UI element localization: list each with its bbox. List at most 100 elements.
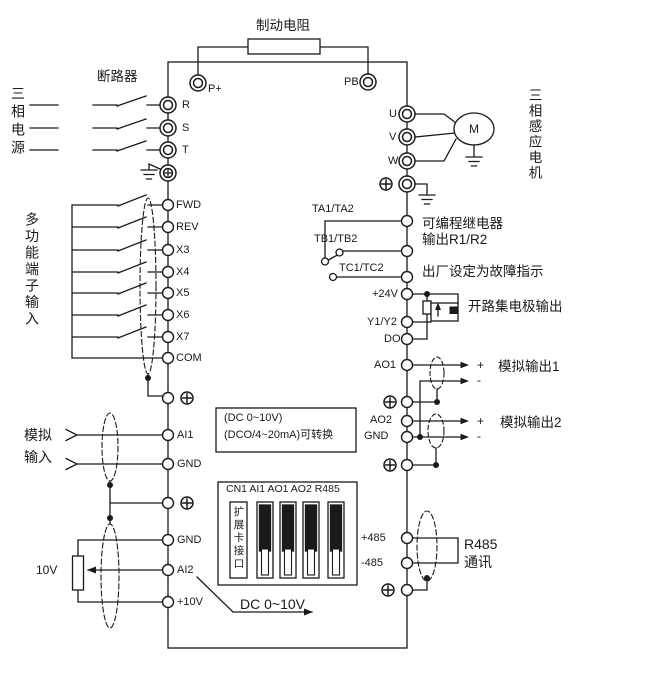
terminal-r bbox=[159, 96, 177, 114]
label-rev: REV bbox=[176, 221, 199, 233]
pe-ground-glyphs bbox=[180, 177, 397, 597]
label-485-plus: +485 bbox=[361, 532, 386, 544]
terminal-x3 bbox=[161, 243, 175, 257]
note-relay-2: 输出R1/R2 bbox=[422, 232, 488, 247]
label-gnd2: GND bbox=[177, 534, 202, 546]
terminal-ao2 bbox=[400, 414, 414, 428]
note-relay-1: 可编程继电器 bbox=[422, 216, 503, 231]
label-x3: X3 bbox=[176, 244, 190, 256]
arrow-minus2-icon bbox=[460, 433, 469, 441]
analog-output2-wiring bbox=[412, 413, 469, 466]
arrow-plus1-icon bbox=[460, 361, 469, 369]
terminal-tb bbox=[400, 244, 414, 258]
terminal-x6 bbox=[161, 308, 175, 322]
terminal-com bbox=[161, 351, 175, 365]
label-ai1: AI1 bbox=[177, 429, 194, 441]
label-terminal-r: R bbox=[182, 99, 190, 111]
note-open-collector: 开路集电极输出 bbox=[468, 299, 563, 314]
slot-r485 bbox=[327, 501, 345, 579]
label-do: DO bbox=[384, 333, 401, 345]
label-analog-in-2: 输入 bbox=[24, 449, 52, 465]
earth-symbol-input bbox=[140, 162, 161, 180]
arrow-plus2-icon bbox=[460, 417, 469, 425]
label-plus10v: +10V bbox=[177, 596, 203, 608]
label-x5: X5 bbox=[176, 287, 190, 299]
note-relay-3: 出厂设定为故障指示 bbox=[422, 264, 544, 279]
label-expansion-slot: 扩展卡接口 bbox=[232, 506, 245, 571]
terminal-pe-com bbox=[161, 391, 175, 405]
circuit-breaker-switches bbox=[29, 95, 161, 152]
label-10v: 10V bbox=[36, 563, 58, 577]
control-terminals bbox=[161, 198, 414, 609]
terminal-gnd3 bbox=[400, 430, 414, 444]
note-analog-out2: 模拟输出2 bbox=[500, 415, 562, 430]
pe-glyph-com bbox=[180, 391, 194, 405]
shield-ellipse-pot bbox=[100, 523, 120, 629]
terminal-fwd bbox=[161, 198, 175, 212]
label-485-minus: -485 bbox=[361, 557, 384, 569]
label-24v: +24V bbox=[372, 288, 398, 300]
label-breaker: 断路器 bbox=[97, 69, 138, 84]
label-com: COM bbox=[176, 352, 202, 364]
title-motor: 三相感应电机 bbox=[526, 88, 542, 181]
label-gnd3: GND bbox=[364, 430, 389, 442]
terminal-pe-analog bbox=[161, 496, 175, 510]
label-tc: TC1/TC2 bbox=[339, 262, 384, 274]
open-collector-circuit bbox=[411, 293, 459, 340]
load-resistor-symbol bbox=[449, 306, 458, 314]
braking-resistor-symbol bbox=[247, 38, 321, 55]
terminal-pe-output bbox=[398, 175, 416, 193]
pullup-resistor-symbol bbox=[422, 300, 432, 315]
label-dcbox-line1: (DC 0~10V) bbox=[224, 412, 283, 424]
terminal-10v bbox=[161, 595, 175, 609]
label-ai2: AI2 bbox=[177, 564, 194, 576]
label-analog-in-1: 模拟 bbox=[24, 427, 52, 443]
shield-ellipse-ao2 bbox=[427, 413, 445, 449]
terminal-pb bbox=[359, 73, 377, 91]
arrow-up-icon bbox=[435, 302, 441, 310]
arrow-right-icon bbox=[304, 608, 313, 616]
label-pb: PB bbox=[344, 76, 359, 88]
rs485-wiring bbox=[412, 510, 459, 591]
label-fwd: FWD bbox=[176, 199, 202, 211]
note-analog-out1: 模拟输出1 bbox=[498, 359, 560, 374]
terminal-x7 bbox=[161, 330, 175, 344]
terminal-x4 bbox=[161, 265, 175, 279]
dc-note-box bbox=[215, 407, 357, 453]
slot-cn1 bbox=[229, 501, 248, 579]
note-r485-1: R485 bbox=[464, 536, 498, 552]
multi-input-switches bbox=[71, 194, 164, 397]
terminal-gnd1 bbox=[161, 457, 175, 471]
terminal-v bbox=[398, 128, 416, 146]
terminal-tc bbox=[400, 270, 414, 284]
label-ao2-minus: - bbox=[477, 429, 481, 443]
earth-symbol-output bbox=[414, 183, 436, 205]
label-tb: TB1/TB2 bbox=[314, 233, 358, 245]
label-x4: X4 bbox=[176, 266, 190, 278]
label-expansion-header: CN1 AI1 AO1 AO2 R485 bbox=[226, 483, 340, 495]
label-dc-range: DC 0~10V bbox=[240, 596, 305, 612]
label-ao1-minus: - bbox=[477, 373, 481, 387]
label-ta: TA1/TA2 bbox=[312, 203, 354, 215]
label-ao2: AO2 bbox=[370, 414, 393, 426]
terminal-t bbox=[159, 141, 177, 159]
label-braking-resistor: 制动电阻 bbox=[256, 18, 310, 33]
shield-ellipse-analog-in bbox=[101, 412, 119, 482]
label-ao1-plus: + bbox=[477, 358, 485, 372]
title-multi-input: 多功能端子输入 bbox=[24, 212, 40, 328]
terminal-gnd2 bbox=[161, 533, 175, 547]
analog-input-wiring bbox=[65, 412, 164, 525]
expansion-card-box bbox=[217, 481, 358, 586]
terminal-pe-485 bbox=[400, 583, 414, 597]
shield-ellipse-485 bbox=[416, 510, 438, 582]
wiper-arrow bbox=[87, 566, 96, 574]
junction-dots bbox=[107, 291, 440, 581]
terminal-pe-ao2 bbox=[400, 458, 414, 472]
label-p-plus: P+ bbox=[208, 83, 222, 95]
terminal-do bbox=[400, 332, 414, 346]
label-ao1: AO1 bbox=[374, 359, 397, 371]
arrow-minus1-icon bbox=[460, 377, 469, 385]
label-w: W bbox=[388, 155, 399, 167]
terminal-x5 bbox=[161, 286, 175, 300]
